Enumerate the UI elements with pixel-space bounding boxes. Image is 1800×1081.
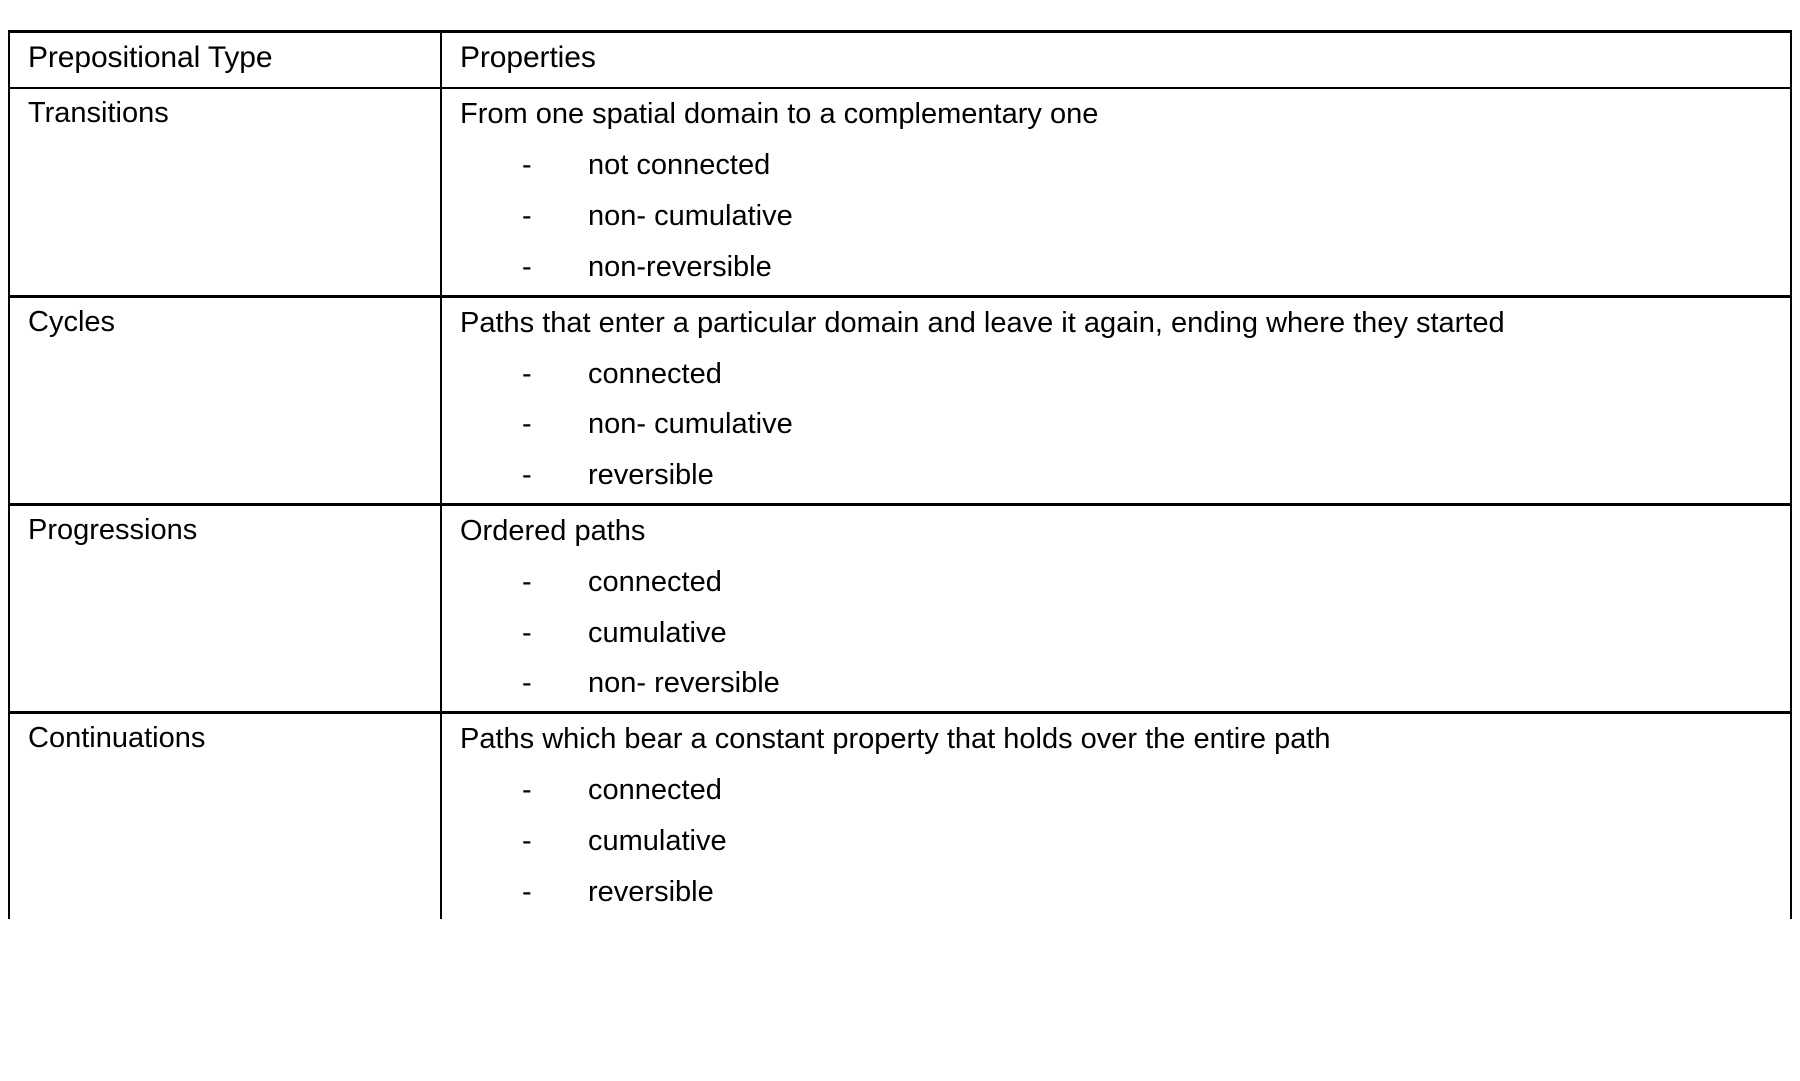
cell-type-progressions: Progressions [8, 504, 442, 715]
list-item: - connected [460, 357, 1776, 392]
table-body: Transitions From one spatial domain to a… [8, 88, 1792, 920]
list-item-label: connected [588, 774, 722, 806]
description-text: Paths which bear a constant property tha… [460, 723, 1331, 756]
list-item: - non-reversible [460, 250, 1776, 285]
dash-bullet-icon: - [522, 149, 532, 182]
column-header-properties: Properties [440, 30, 1792, 90]
list-item: - reversible [460, 875, 1776, 910]
table-row: Progressions Ordered paths - connected -… [8, 504, 1792, 715]
list-item-label: cumulative [588, 824, 727, 857]
cell-properties-continuations: Paths which bear a constant property tha… [440, 712, 1792, 920]
table-row: Continuations Paths which bear a constan… [8, 712, 1792, 920]
description-text: Ordered paths [460, 514, 646, 547]
dash-bullet-icon: - [522, 357, 532, 390]
list-item-label: reversible [588, 459, 714, 492]
dash-bullet-icon: - [522, 565, 532, 598]
cell-properties-cycles: Paths that enter a particular domain and… [440, 296, 1792, 506]
list-item: - non- cumulative [460, 407, 1776, 442]
cell-type-transitions: Transitions [8, 88, 442, 298]
dash-bullet-icon: - [522, 200, 532, 233]
list-item-label: not connected [588, 149, 771, 182]
list-item-label: non- cumulative [588, 200, 793, 233]
description-text: From one spatial domain to a complementa… [460, 98, 1099, 131]
list-item-label: cumulative [588, 616, 727, 649]
list-item: - not connected [460, 148, 1776, 183]
list-item: - cumulative [460, 824, 1776, 859]
list-item-label: non- cumulative [588, 408, 793, 441]
table-row: Transitions From one spatial domain to a… [8, 88, 1792, 298]
list-item: - reversible [460, 458, 1776, 493]
cell-type-continuations: Continuations [8, 712, 442, 920]
table-header-row: Prepositional Type Properties [8, 30, 1792, 90]
dash-bullet-icon: - [522, 824, 532, 857]
list-item-label: reversible [588, 875, 714, 908]
cell-properties-transitions: From one spatial domain to a complementa… [440, 88, 1792, 298]
cell-type-cycles: Cycles [8, 296, 442, 506]
list-item: - connected [460, 565, 1776, 600]
property-list: - connected - cumulative - non- reversib… [460, 565, 1776, 701]
cell-properties-progressions: Ordered paths - connected - cumulative [440, 504, 1792, 715]
dash-bullet-icon: - [522, 667, 532, 700]
dash-bullet-icon: - [522, 250, 532, 283]
table-row: Cycles Paths that enter a particular dom… [8, 296, 1792, 506]
property-list: - connected - non- cumulative - reversib… [460, 357, 1776, 493]
prepositional-type-table: Prepositional Type Properties Transition… [8, 30, 1792, 920]
prepositional-type-table-wrapper: Prepositional Type Properties Transition… [8, 30, 1792, 920]
property-list: - not connected - non- cumulative - non-… [460, 148, 1776, 284]
column-header-prepositional-type: Prepositional Type [8, 30, 442, 90]
list-item: - cumulative [460, 616, 1776, 651]
dash-bullet-icon: - [522, 774, 532, 806]
description-text: Paths that enter a particular domain and… [460, 306, 1505, 339]
property-list: - connected - cumulative - reversible [460, 773, 1776, 909]
list-item-label: non-reversible [588, 250, 772, 283]
dash-bullet-icon: - [522, 408, 532, 441]
list-item-label: connected [588, 565, 722, 598]
list-item-label: connected [588, 357, 722, 390]
list-item: - non- reversible [460, 666, 1776, 701]
dash-bullet-icon: - [522, 459, 532, 492]
dash-bullet-icon: - [522, 875, 532, 908]
table-header: Prepositional Type Properties [8, 30, 1792, 90]
list-item: - connected [460, 773, 1776, 808]
list-item-label: non- reversible [588, 667, 780, 700]
list-item: - non- cumulative [460, 199, 1776, 234]
dash-bullet-icon: - [522, 616, 532, 649]
